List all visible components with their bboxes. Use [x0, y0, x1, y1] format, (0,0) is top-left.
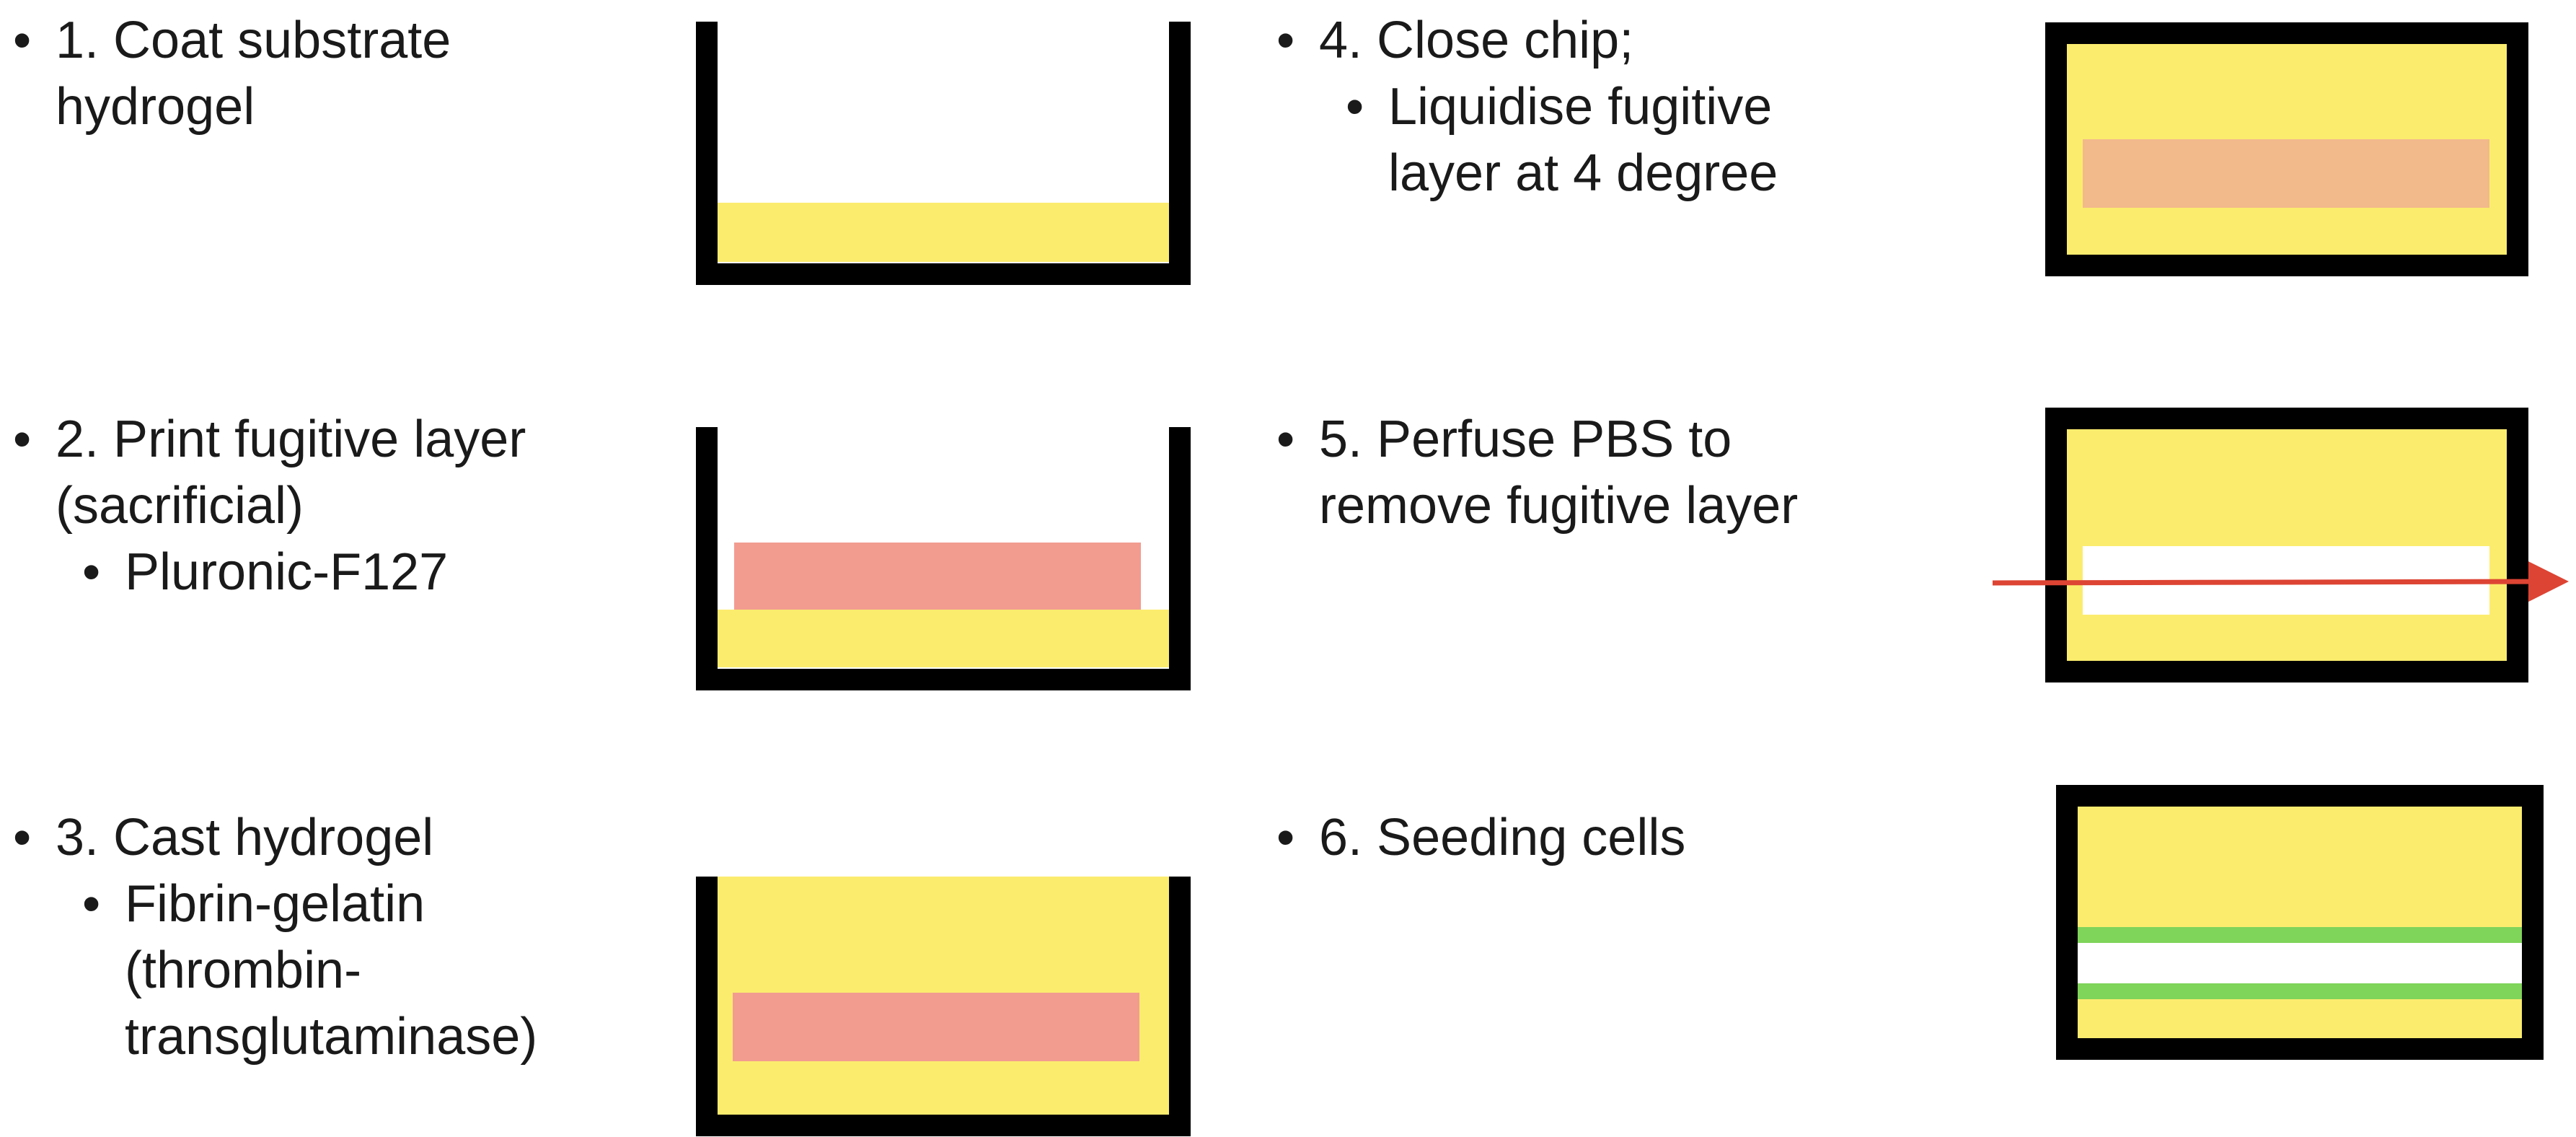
step-2-title-line-2: (sacrificial)	[56, 477, 304, 535]
step-3-text: 3. Cast hydrogel Fibrin-gelatin (thrombi…	[13, 804, 537, 1070]
step-2-sub-item: Pluronic-F127	[13, 539, 526, 605]
step-5-title-line-1: 5. Perfuse PBS to	[1276, 406, 1798, 473]
step-2-text: 2. Print fugitive layer (sacrificial) Pl…	[13, 406, 526, 605]
step-1-text: 1. Coat substrate hydrogel	[13, 7, 451, 140]
step-4-text: 4. Close chip; Liquidise fugitive layer …	[1276, 7, 1778, 206]
step-3-sub-item-line-3: transglutaminase)	[125, 1008, 538, 1066]
step-4-sub-item-line-2: layer at 4 degree	[1388, 144, 1778, 202]
step-6-diagram	[2056, 785, 2544, 1060]
substrate-hydrogel	[716, 203, 1169, 262]
step-1-title-line-1: 1. Coat substrate	[13, 7, 451, 74]
open-well-walls	[696, 427, 1191, 690]
step-4-sub-item-line-1: Liquidise fugitive	[1276, 74, 1778, 140]
closed-chip	[2045, 408, 2528, 682]
step-6-title-line-1: 6. Seeding cells	[1276, 804, 1685, 871]
open-well-walls	[696, 22, 1191, 285]
step-1-diagram	[696, 22, 1191, 285]
fugitive-layer	[734, 543, 1141, 610]
step-5-diagram	[1992, 408, 2569, 682]
closed-chip	[2056, 785, 2544, 1060]
fugitive-layer	[733, 993, 1139, 1061]
step-5-text: 5. Perfuse PBS to remove fugitive layer	[1276, 406, 1798, 539]
liquidised-fugitive-layer	[2083, 139, 2489, 208]
pbs-flow-arrow	[1992, 561, 2569, 602]
step-1-title-line-2: hydrogel	[56, 78, 255, 136]
cell-layer-bottom	[2078, 983, 2522, 999]
step-2-title-line-1: 2. Print fugitive layer	[13, 406, 526, 473]
step-6-text: 6. Seeding cells	[1276, 804, 1685, 871]
step-3-sub-item-line-1: Fibrin-gelatin	[13, 871, 537, 937]
cell-layer-top	[2078, 927, 2522, 943]
step-4-title-line-1: 4. Close chip;	[1276, 7, 1778, 74]
open-well-walls	[696, 877, 1191, 1136]
substrate-hydrogel	[716, 610, 1169, 667]
step-3-title-line-1: 3. Cast hydrogel	[13, 804, 537, 871]
step-4-diagram	[2045, 22, 2528, 276]
step-5-title-line-2: remove fugitive layer	[1319, 477, 1799, 535]
step-2-diagram	[696, 427, 1191, 690]
step-3-diagram	[696, 877, 1191, 1136]
channel-lumen	[2078, 942, 2522, 983]
step-3-sub-item-line-2: (thrombin-	[125, 941, 362, 999]
